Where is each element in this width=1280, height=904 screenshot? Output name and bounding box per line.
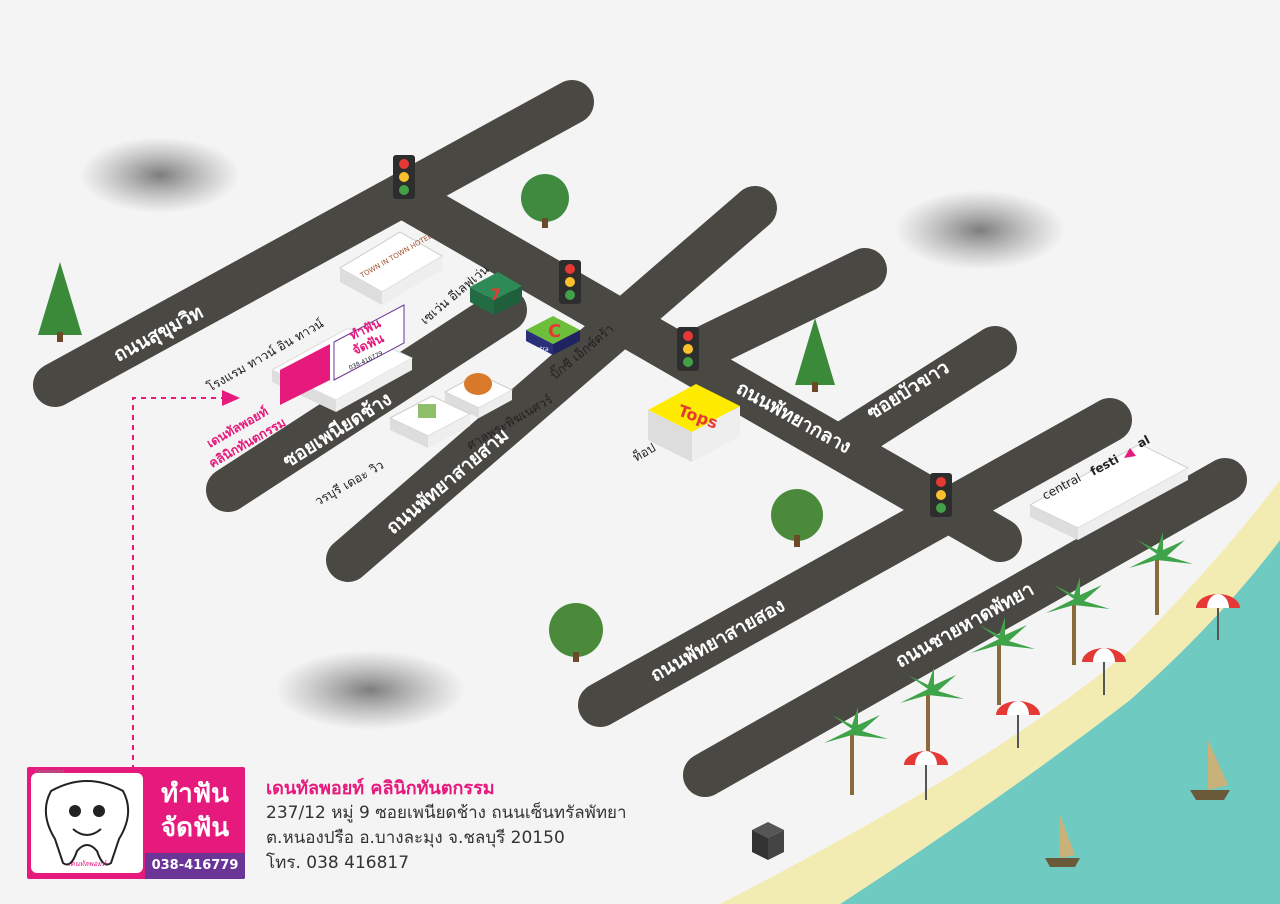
tops-label: ท็อป [630,440,658,465]
logo-brand-top: ทำฟัน [161,779,229,809]
palm-tree-icon [824,707,888,795]
traffic-light-icon [559,260,581,304]
varabury-label: วรบุรี เดอะ วิว [312,457,387,509]
address-line-1: 237/12 หมู่ 9 ซอยเพนียดช้าง ถนนเซ็นทรัลพ… [266,803,627,823]
big-c-sub: extra [533,346,549,353]
palm-tree-icon [1129,532,1193,615]
road-beach [683,458,1247,797]
sea [840,540,1280,904]
logo-mascot-name: เดนทัลพอยท์ [67,860,107,868]
traffic-light-icon [677,327,699,371]
bush-tree-icon [549,603,603,662]
traffic-light-icon [930,473,952,517]
road-buakhao [828,326,1017,462]
clinic-name: เดนทัลพอยท์ คลินิกทันตกรรม [266,778,495,799]
roads [33,80,1247,797]
logo-tiny-text: Dentalpoint [35,769,65,775]
address-line-2: ต.หนองปรือ อ.บางละมุง จ.ชลบุรี 20150 [266,828,565,848]
road-label-pattaya-2: ถนนพัทยาสายสอง [647,594,789,686]
umbrella-icon [904,751,948,800]
trees [38,174,835,662]
beach-umbrellas [904,594,1240,800]
sailboat-icon [1045,815,1080,867]
bush-tree-icon [771,489,823,547]
clinic-logo-card: Dentalpoint เดนทัลพอยท์ ทำฟัน จัดฟัน 038… [27,767,245,879]
road-soi-pentiya [206,288,527,512]
palm-tree-icon [900,667,964,755]
palm-tree-icon [1046,577,1110,665]
boats [1045,740,1230,867]
big-c-sign: C [548,321,561,342]
clouds [80,137,1065,730]
traffic-light-icon [393,155,415,199]
road-pattaya-2 [578,398,1132,727]
umbrella-icon [1082,648,1126,695]
road-label-beach: ถนนชายหาดพัทยา [892,578,1038,672]
road-label-pattaya-3: ถนนพัทยาสายสาม [382,424,513,539]
tooth-mascot-icon [31,773,143,873]
trash-bin-icon [752,822,784,860]
festival-v-icon [1124,448,1136,458]
bush-tree-icon [521,174,569,228]
road-sukhumvit [33,80,594,407]
logo-phone: 038-416779 [145,853,245,879]
palm-trees [824,532,1193,795]
palm-tree-icon [971,617,1035,705]
umbrella-icon [996,701,1040,748]
road-pattaya-3 [326,186,777,582]
central-sign-c: al [1135,433,1152,451]
arrow-icon [222,390,240,406]
clinic-address: เดนทัลพอยท์ คลินิกทันตกรรม 237/12 หมู่ 9… [266,776,627,876]
pine-tree-icon [38,262,82,342]
seven-eleven-sign: 7 [490,285,501,304]
logo-brand-bottom: จัดฟัน [160,813,230,843]
pine-tree-icon [795,318,835,392]
address-phone: โทร. 038 416817 [266,853,410,873]
road-pattaya-klang [678,248,887,372]
route-to-clinic [132,390,240,770]
umbrella-icon [1196,594,1240,640]
sailboat-icon [1190,740,1230,800]
tops-building: Tops ท็อป [630,384,740,465]
traffic-lights [393,155,952,517]
